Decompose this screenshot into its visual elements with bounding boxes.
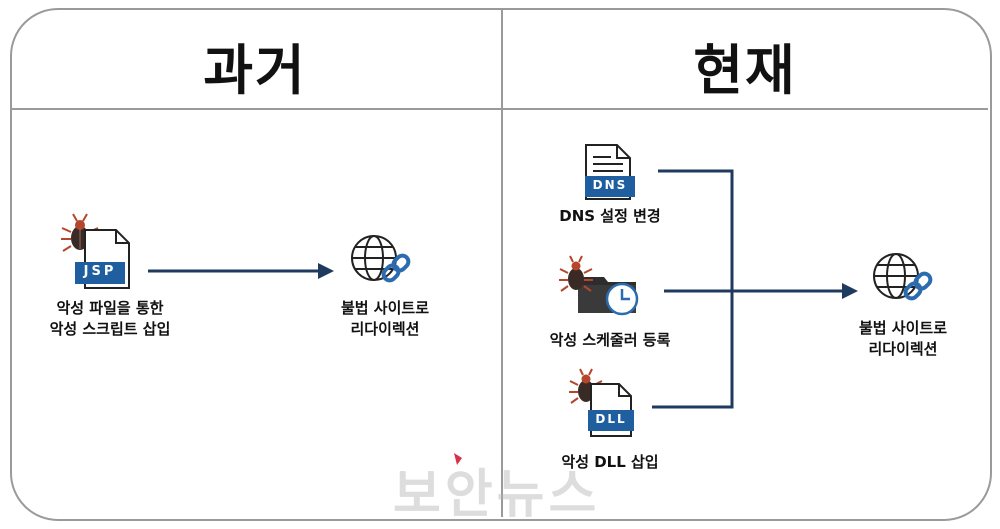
dll-tag-text: DLL	[595, 412, 627, 426]
globe-link-icon	[351, 235, 411, 283]
past-target-label-1: 불법 사이트로	[340, 299, 430, 317]
header-past: 과거	[203, 39, 307, 102]
past-source-label-1: 악성 파일을 통한	[56, 299, 164, 317]
dll-label: 악성 DLL 삽입	[561, 453, 659, 471]
watermark-accent-icon	[454, 453, 462, 465]
dns-label: DNS 설정 변경	[559, 207, 661, 225]
dll-tag	[588, 410, 634, 431]
watermark-logo: 보안뉴스	[393, 465, 601, 525]
jsp-tag-text: JSP	[83, 264, 117, 279]
present-target-label-1: 불법 사이트로	[858, 319, 948, 337]
past-source-label-2: 악성 스크립트 삽입	[49, 320, 171, 338]
scheduler-icon	[559, 255, 639, 316]
header-present: 현재	[693, 39, 797, 102]
present-target-label-2: 리다이렉션	[868, 340, 938, 358]
dns-tag	[585, 176, 635, 197]
past-target-label-2: 리다이렉션	[350, 320, 420, 338]
globe-link-icon-present	[873, 253, 933, 301]
scheduler-label: 악성 스케줄러 등록	[549, 331, 671, 349]
dns-tag-text: DNS	[592, 178, 628, 192]
jsp-tag	[75, 262, 125, 284]
